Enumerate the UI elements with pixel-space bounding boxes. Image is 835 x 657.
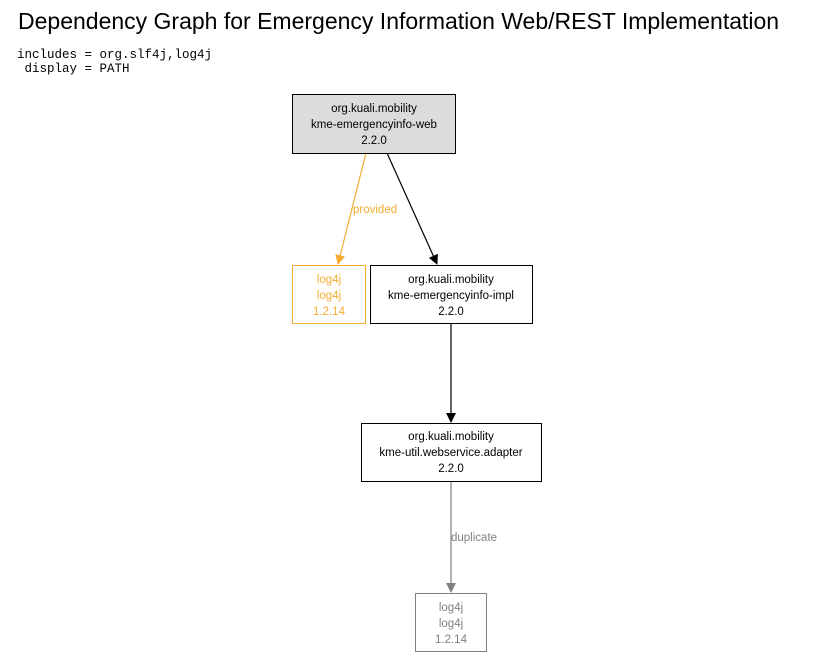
node-log4j-provided: log4j log4j 1.2.14 bbox=[292, 265, 366, 324]
graph-parameters: includes = org.slf4j,log4j display = PAT… bbox=[17, 48, 212, 76]
node-artifact-label: kme-util.webservice.adapter bbox=[379, 447, 522, 459]
node-artifact-label: log4j bbox=[439, 618, 463, 630]
node-version-label: 1.2.14 bbox=[435, 634, 468, 646]
node-version-label: 2.2.0 bbox=[438, 306, 464, 318]
node-group-label: org.kuali.mobility bbox=[408, 274, 494, 286]
edge-label-duplicate: duplicate bbox=[451, 532, 497, 544]
node-group-label: org.kuali.mobility bbox=[331, 103, 417, 115]
node-group-label: log4j bbox=[439, 602, 463, 614]
edge-web-to-log4j-provided: provided bbox=[335, 152, 397, 265]
node-version-label: 2.2.0 bbox=[361, 135, 387, 147]
node-kme-util-webservice-adapter: org.kuali.mobility kme-util.webservice.a… bbox=[361, 423, 542, 482]
node-artifact-label: kme-emergencyinfo-web bbox=[311, 119, 437, 131]
node-group-label: log4j bbox=[317, 274, 341, 286]
edge-web-to-impl bbox=[386, 152, 438, 265]
node-log4j-duplicate: log4j log4j 1.2.14 bbox=[415, 593, 487, 652]
diagram-title: Dependency Graph for Emergency Informati… bbox=[18, 8, 780, 34]
display-parameter: display = PATH bbox=[17, 62, 130, 76]
edge-label-provided: provided bbox=[353, 204, 397, 216]
node-artifact-label: log4j bbox=[317, 290, 341, 302]
node-kme-emergencyinfo-web: org.kuali.mobility kme-emergencyinfo-web… bbox=[292, 94, 456, 154]
node-kme-emergencyinfo-impl: org.kuali.mobility kme-emergencyinfo-imp… bbox=[370, 265, 533, 324]
node-artifact-label: kme-emergencyinfo-impl bbox=[388, 290, 514, 302]
edge-adapter-to-log4j-duplicate: duplicate bbox=[446, 481, 497, 593]
node-version-label: 2.2.0 bbox=[438, 463, 464, 475]
node-version-label: 1.2.14 bbox=[313, 306, 346, 318]
node-group-label: org.kuali.mobility bbox=[408, 431, 494, 443]
includes-parameter: includes = org.slf4j,log4j bbox=[17, 48, 213, 62]
